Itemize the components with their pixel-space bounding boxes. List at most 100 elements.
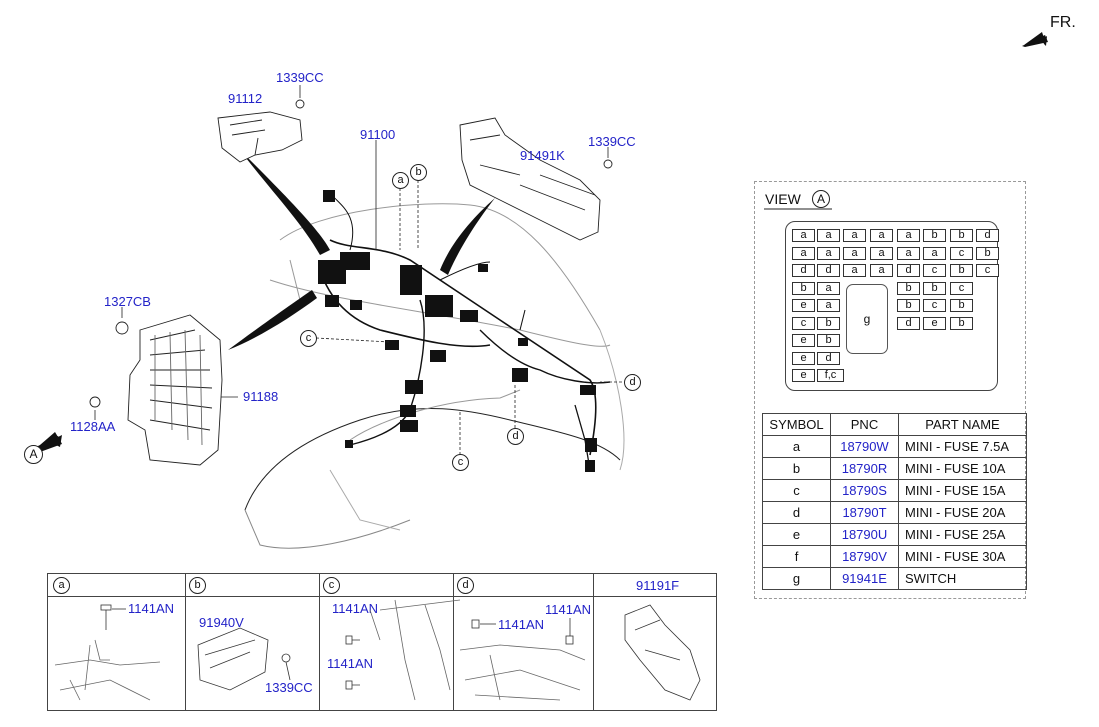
cell-name: MINI - FUSE 15A [898,479,1027,502]
fuse-box-outline [785,221,998,391]
fuse-slot[interactable]: c [923,299,946,312]
detail-a-1141an[interactable]: 1141AN [128,601,175,616]
fuse-slot[interactable]: d [817,351,840,365]
detail-marker-a: a [53,577,70,594]
fuse-slot[interactable]: b [976,246,999,260]
fuse-slot[interactable]: a [923,246,946,260]
detail-c-1141an-bottom[interactable]: 1141AN [327,656,374,671]
fuse-slot[interactable]: e [792,369,815,382]
fuse-slot[interactable]: e [792,299,815,312]
fuse-slot[interactable]: b [817,334,840,347]
fuse-slot[interactable]: d [897,264,920,277]
fuse-slot[interactable]: b [950,299,973,312]
detail-header-row [48,574,716,597]
fuse-slot[interactable]: b [950,229,973,242]
marker-c-bottom: c [452,454,469,471]
fuse-slot[interactable]: c [950,281,973,295]
detail-d-1141an-right[interactable]: 1141AN [545,602,592,617]
fuse-slot[interactable]: a [897,229,920,242]
callout-91188[interactable]: 91188 [243,389,279,404]
fuse-slot[interactable]: d [897,316,920,330]
fuse-slot[interactable]: b [897,281,920,295]
cell-pnc[interactable]: 18790U [830,523,899,546]
fuse-slot[interactable]: e [923,316,946,330]
fuse-slot[interactable]: b [792,281,815,295]
fuse-slot[interactable]: a [870,264,893,277]
fuse-slot[interactable]: f,c [817,369,844,382]
fuse-slot[interactable]: b [923,229,946,242]
fuse-slot[interactable]: a [817,246,840,260]
cell-pnc[interactable]: 91941E [830,567,899,590]
fuse-slot[interactable]: c [950,246,973,260]
detail-title-91191f[interactable]: 91191F [636,578,680,593]
callout-1339cc-top[interactable]: 1339CC [276,70,324,85]
callout-91491k[interactable]: 91491K [520,148,565,163]
view-a-panel [754,181,1026,599]
switch-slot[interactable]: g [846,284,888,354]
detail-d-1141an-left[interactable]: 1141AN [498,617,545,632]
cell-name: MINI - FUSE 7.5A [898,435,1027,458]
cell-name: MINI - FUSE 30A [898,545,1027,568]
fuse-slot[interactable]: a [897,246,920,260]
detail-marker-c: c [323,577,340,594]
fuse-slot[interactable]: a [792,229,815,242]
fuse-slot[interactable]: b [817,316,840,330]
detail-cell-c [320,574,454,710]
fuse-slot[interactable]: c [792,316,815,330]
fuse-slot[interactable]: b [923,281,946,295]
cell-pnc[interactable]: 18790V [830,545,899,568]
fuse-slot[interactable]: a [817,281,840,295]
detail-b-1339cc[interactable]: 1339CC [265,680,313,695]
detail-table [47,573,717,711]
fuse-slot[interactable]: d [792,264,815,277]
fuse-slot[interactable]: a [843,229,866,242]
callout-1327cb[interactable]: 1327CB [104,294,151,309]
callout-91112[interactable]: 91112 [228,91,263,106]
fuse-slot[interactable]: b [950,264,973,277]
detail-c-1141an-top[interactable]: 1141AN [332,601,379,616]
fuse-slot[interactable]: a [843,264,866,277]
marker-a: a [392,172,409,189]
fuse-slot[interactable]: a [817,229,840,242]
marker-b: b [410,164,427,181]
fuse-slot[interactable]: a [843,246,866,260]
fuse-slot[interactable]: a [817,299,840,312]
marker-d-right: d [624,374,641,391]
cell-pnc[interactable]: 18790T [830,501,899,524]
fuse-slot[interactable]: a [870,246,893,260]
cell-symbol: g [762,567,831,590]
cell-name: SWITCH [898,567,1027,590]
fuse-slot[interactable]: e [792,334,815,347]
detail-cell-d [454,574,594,710]
marker-view-a: A [24,445,43,464]
fuse-slot[interactable]: c [976,264,999,277]
callout-1339cc-right[interactable]: 1339CC [588,134,636,149]
detail-cell-a [48,574,186,710]
fuse-slot[interactable]: b [897,299,920,312]
marker-c: c [300,330,317,347]
fuse-slot[interactable]: d [976,229,999,242]
detail-b-91940v[interactable]: 91940V [199,615,244,630]
detail-marker-b: b [189,577,206,594]
view-a-title: VIEW [765,191,801,207]
fuse-slot[interactable]: a [870,229,893,242]
fuse-slot[interactable]: a [792,246,815,260]
cell-name: MINI - FUSE 10A [898,457,1027,480]
fuse-slot[interactable]: e [792,351,815,365]
fuse-slot[interactable]: b [950,316,973,330]
cell-pnc[interactable]: 18790S [830,479,899,502]
fuse-slot[interactable]: d [817,264,840,277]
callout-91100[interactable]: 91100 [360,127,396,142]
callout-1128aa[interactable]: 1128AA [70,419,116,434]
table-header-row: SYMBOL PNC PART NAME [762,413,1027,436]
cell-pnc[interactable]: 18790W [830,435,899,458]
fuse-slot[interactable]: c [923,264,946,277]
